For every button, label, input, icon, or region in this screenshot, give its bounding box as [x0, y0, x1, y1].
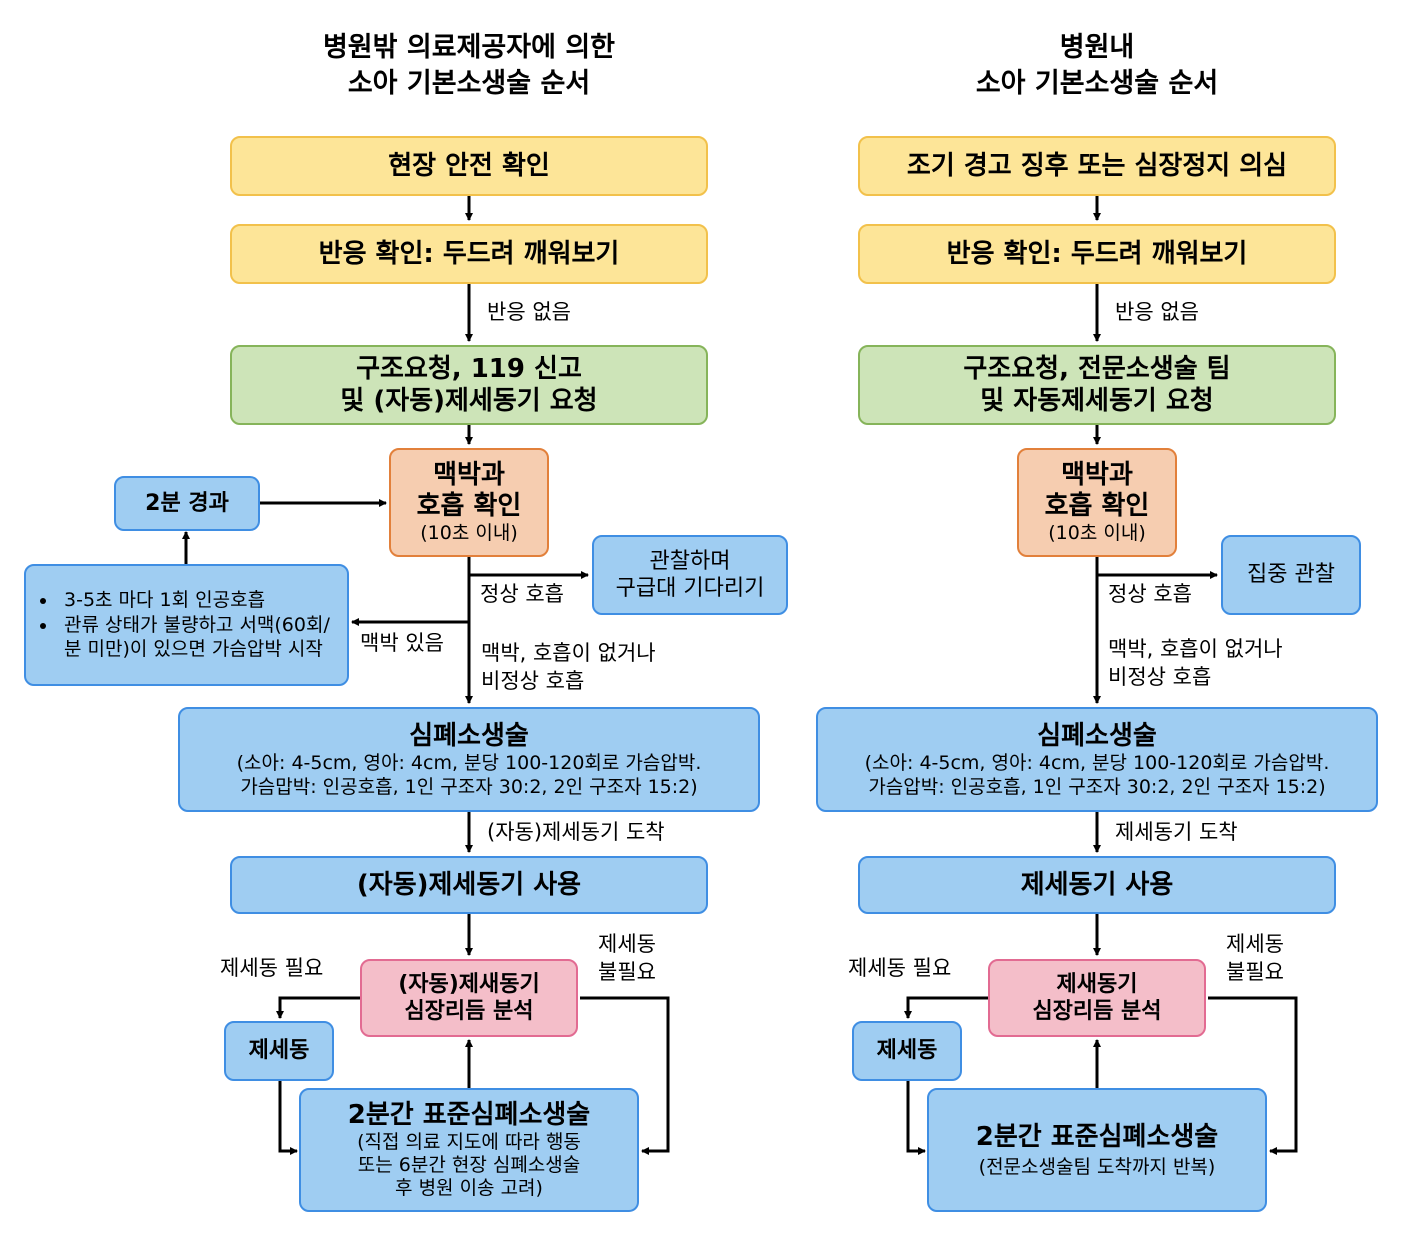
left-pulse-check-line1: 맥박과 [433, 459, 505, 490]
left-rescue-breathing-list: 3-5초 마다 1회 인공호흡 관류 상태가 불량하고 서맥(60회/분 미만)… [36, 588, 333, 662]
left-rescue-breathing-box: 3-5초 마다 1회 인공호흡 관류 상태가 불량하고 서맥(60회/분 미만)… [24, 564, 349, 686]
left-pulse-check-sub: (10초 이내) [420, 522, 518, 545]
left-no-pulse-line2: 비정상 호흡 [481, 669, 585, 693]
right-cpr2-sub1: (전문소생술팀 도착까지 반복) [978, 1155, 1216, 1178]
right-normal-breathing-label: 정상 호흡 [1108, 582, 1192, 606]
right-call-help-line2: 및 자동제세동기 요청 [980, 386, 1214, 416]
left-use-aed-box: (자동)제세동기 사용 [230, 856, 708, 914]
left-use-aed-text: (자동)제세동기 사용 [356, 869, 582, 900]
left-call-help-line1: 구조요청, 119 신고 [356, 353, 582, 384]
left-call-help-line2: 및 (자동)제세동기 요청 [340, 386, 598, 416]
left-no-pulse-line1: 맥박, 호흡이 없거나 [481, 641, 656, 665]
left-title: 병원밖 의료제공자에 의한 소아 기본소생술 순서 [219, 30, 719, 102]
right-observe-box: 집중 관찰 [1221, 535, 1361, 615]
left-title-line2: 소아 기본소생술 순서 [347, 68, 591, 99]
right-observe-text: 집중 관찰 [1247, 562, 1335, 588]
left-cpr2-sub1: (직접 의료 지도에 따라 행동 [357, 1131, 581, 1154]
right-use-aed-box: 제세동기 사용 [858, 856, 1336, 914]
left-observe-box: 관찰하며 구급대 기다리기 [592, 535, 788, 615]
right-no-pulse-line1: 맥박, 호흡이 없거나 [1108, 637, 1283, 661]
left-pulse-check-box: 맥박과 호흡 확인 (10초 이내) [389, 448, 549, 557]
right-pulse-check-line2: 호흡 확인 [1044, 491, 1150, 522]
left-cpr-sub1: (소아: 4-5cm, 영아: 4cm, 분당 100-120회로 가슴압박. [236, 752, 702, 774]
left-no-response-label: 반응 없음 [487, 300, 571, 324]
right-shock-text: 제세동 [876, 1038, 938, 1064]
left-rhythm-box: (자동)제새동기 심장리듬 분석 [360, 959, 578, 1037]
right-title-line1: 병원내 [1059, 32, 1135, 63]
right-shock-needed-label: 제세동 필요 [848, 956, 952, 980]
right-shock-not-needed-label: 제세동 불필요 [1226, 930, 1284, 986]
right-rhythm-box: 제새동기 심장리듬 분석 [988, 959, 1206, 1037]
right-warning-signs-text: 조기 경고 징후 또는 심장정지 의심 [906, 150, 1288, 181]
left-cpr2-sub2: 또는 6분간 현장 심폐소생술 [357, 1154, 581, 1177]
right-no-pulse-line2: 비정상 호흡 [1108, 665, 1212, 689]
left-two-min-text: 2분 경과 [145, 490, 229, 516]
right-pulse-check-sub: (10초 이내) [1048, 522, 1146, 545]
right-no-response-label: 반응 없음 [1115, 300, 1199, 324]
right-title-line2: 소아 기본소생술 순서 [975, 68, 1219, 99]
left-cpr2-box: 2분간 표준심폐소생술 (직접 의료 지도에 따라 행동 또는 6분간 현장 심… [299, 1088, 639, 1212]
right-shock-not-needed-line1: 제세동 [1226, 932, 1284, 956]
left-pulse-present-label: 맥박 있음 [360, 631, 444, 655]
right-check-response-text: 반응 확인: 두드려 깨워보기 [946, 238, 1248, 269]
left-observe-line1: 관찰하며 [649, 548, 731, 574]
right-pulse-check-line1: 맥박과 [1061, 459, 1133, 490]
right-cpr-sub2: 가슴압박: 인공호흡, 1인 구조자 30:2, 2인 구조자 15:2) [868, 775, 1326, 798]
left-observe-line2: 구급대 기다리기 [615, 576, 765, 601]
left-cpr-box: 심폐소생술 (소아: 4-5cm, 영아: 4cm, 분당 100-120회로 … [178, 707, 760, 812]
left-two-min-box: 2분 경과 [114, 476, 260, 531]
left-no-pulse-label: 맥박, 호흡이 없거나 비정상 호흡 [481, 639, 656, 695]
right-call-help-line1: 구조요청, 전문소생술 팀 [963, 353, 1231, 384]
right-call-help-box: 구조요청, 전문소생술 팀 및 자동제세동기 요청 [858, 345, 1336, 425]
left-cpr2-title: 2분간 표준심폐소생술 [347, 1100, 591, 1131]
right-cpr2-box: 2분간 표준심폐소생술 (전문소생술팀 도착까지 반복) [927, 1088, 1267, 1212]
left-shock-text: 제세동 [248, 1038, 310, 1064]
left-cpr-sub2: 가슴맙박: 인공호흡, 1인 구조자 30:2, 2인 구조자 15:2) [240, 775, 698, 798]
left-rhythm-line2: 심장리듬 분석 [404, 999, 534, 1024]
right-no-pulse-label: 맥박, 호흡이 없거나 비정상 호흡 [1108, 635, 1283, 691]
right-cpr-sub1: (소아: 4-5cm, 영아: 4cm, 분당 100-120회로 가슴압박. [864, 752, 1330, 774]
left-pulse-check-line2: 호흡 확인 [416, 491, 522, 522]
left-scene-safety-text: 현장 안전 확인 [388, 150, 550, 181]
left-rescue-breathing-item2: 관류 상태가 불량하고 서맥(60회/분 미만)이 있으면 가슴압박 시작 [58, 613, 333, 662]
left-check-response-box: 반응 확인: 두드려 깨워보기 [230, 224, 708, 284]
right-warning-signs-box: 조기 경고 징후 또는 심장정지 의심 [858, 136, 1336, 196]
left-rhythm-line1: (자동)제새동기 [398, 971, 540, 997]
left-shock-not-needed-label: 제세동 불필요 [598, 930, 656, 986]
right-aed-arrives-label: 제세동기 도착 [1115, 820, 1238, 844]
right-cpr2-title: 2분간 표준심폐소생술 [975, 1121, 1219, 1152]
left-shock-needed-label: 제세동 필요 [220, 956, 324, 980]
left-title-line1: 병원밖 의료제공자에 의한 [322, 32, 616, 63]
left-call-help-box: 구조요청, 119 신고 및 (자동)제세동기 요청 [230, 345, 708, 425]
right-rhythm-line2: 심장리듬 분석 [1032, 999, 1162, 1024]
left-rescue-breathing-item1: 3-5초 마다 1회 인공호흡 [58, 588, 333, 613]
right-title: 병원내 소아 기본소생술 순서 [847, 30, 1347, 102]
left-cpr2-sub3: 후 병원 이송 고려) [395, 1176, 543, 1199]
right-cpr-box: 심폐소생술 (소아: 4-5cm, 영아: 4cm, 분당 100-120회로 … [816, 707, 1378, 812]
left-aed-arrives-label: (자동)제세동기 도착 [487, 820, 665, 844]
left-shock-not-needed-line2: 불필요 [598, 960, 656, 984]
right-pulse-check-box: 맥박과 호흡 확인 (10초 이내) [1017, 448, 1177, 557]
left-normal-breathing-label: 정상 호흡 [480, 582, 564, 606]
left-check-response-text: 반응 확인: 두드려 깨워보기 [318, 238, 620, 269]
left-shock-box: 제세동 [224, 1021, 334, 1081]
right-cpr-title: 심폐소생술 [1037, 720, 1157, 751]
right-shock-box: 제세동 [852, 1021, 962, 1081]
left-scene-safety-box: 현장 안전 확인 [230, 136, 708, 196]
left-shock-not-needed-line1: 제세동 [598, 932, 656, 956]
right-use-aed-text: 제세동기 사용 [1020, 869, 1174, 900]
right-check-response-box: 반응 확인: 두드려 깨워보기 [858, 224, 1336, 284]
right-shock-not-needed-line2: 불필요 [1226, 960, 1284, 984]
right-rhythm-line1: 제새동기 [1056, 971, 1138, 997]
left-cpr-title: 심폐소생술 [409, 720, 529, 751]
